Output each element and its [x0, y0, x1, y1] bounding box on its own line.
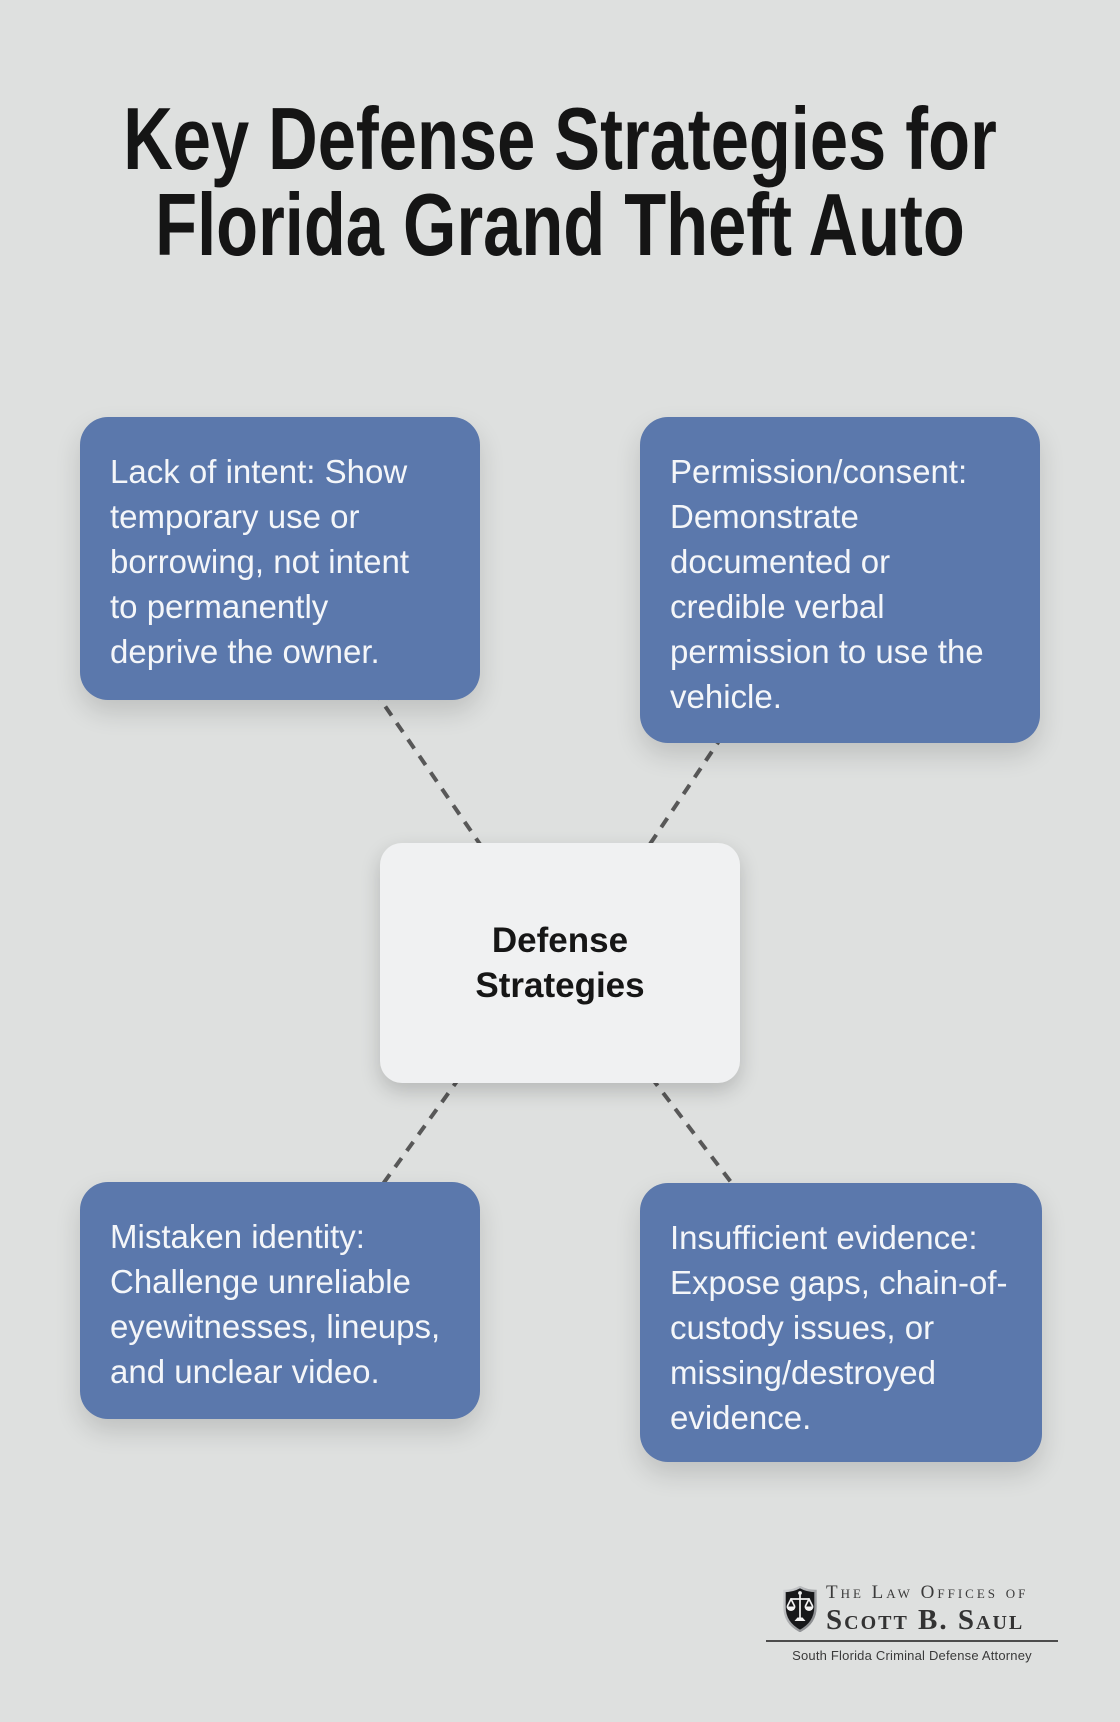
- strategy-card-text: Permission/consent: Demonstrate document…: [670, 453, 984, 715]
- strategy-card-text: Mistaken identity: Challenge unreliable …: [110, 1218, 441, 1390]
- connector-line-top-left: [372, 688, 486, 852]
- strategy-card-mistaken-identity: Mistaken identity: Challenge unreliable …: [80, 1182, 480, 1419]
- logo-firm-name: Scott B. Saul: [826, 1603, 1025, 1636]
- strategy-card-permission-consent: Permission/consent: Demonstrate document…: [640, 417, 1040, 743]
- page-title-text: Key Defense Strategies for Florida Grand…: [123, 89, 997, 274]
- law-firm-logo: The Law Offices of Scott B. Saul South F…: [766, 1582, 1058, 1663]
- scales-of-justice-shield-icon: [783, 1585, 817, 1632]
- center-node: Defense Strategies: [380, 843, 740, 1083]
- logo-tagline: South Florida Criminal Defense Attorney: [792, 1648, 1032, 1664]
- connector-line-top-right: [644, 733, 725, 852]
- connector-line-bottom-left: [378, 1075, 462, 1190]
- strategy-card-lack-of-intent: Lack of intent: Show temporary use or bo…: [80, 417, 480, 700]
- connector-line-bottom-right: [649, 1075, 739, 1192]
- strategy-card-text: Lack of intent: Show temporary use or bo…: [110, 453, 410, 670]
- page-title: Key Defense Strategies for Florida Grand…: [0, 89, 1120, 274]
- center-node-label: Defense Strategies: [475, 921, 645, 1005]
- logo-firm-prefix: The Law Offices of: [826, 1582, 1029, 1603]
- logo-header: The Law Offices of Scott B. Saul: [782, 1582, 1058, 1635]
- logo-name-block: The Law Offices of Scott B. Saul: [826, 1582, 1028, 1635]
- strategy-card-text: Insufficient evidence: Expose gaps, chai…: [670, 1219, 1008, 1436]
- logo-divider: [766, 1640, 1058, 1643]
- strategy-card-insufficient-evidence: Insufficient evidence: Expose gaps, chai…: [640, 1183, 1042, 1462]
